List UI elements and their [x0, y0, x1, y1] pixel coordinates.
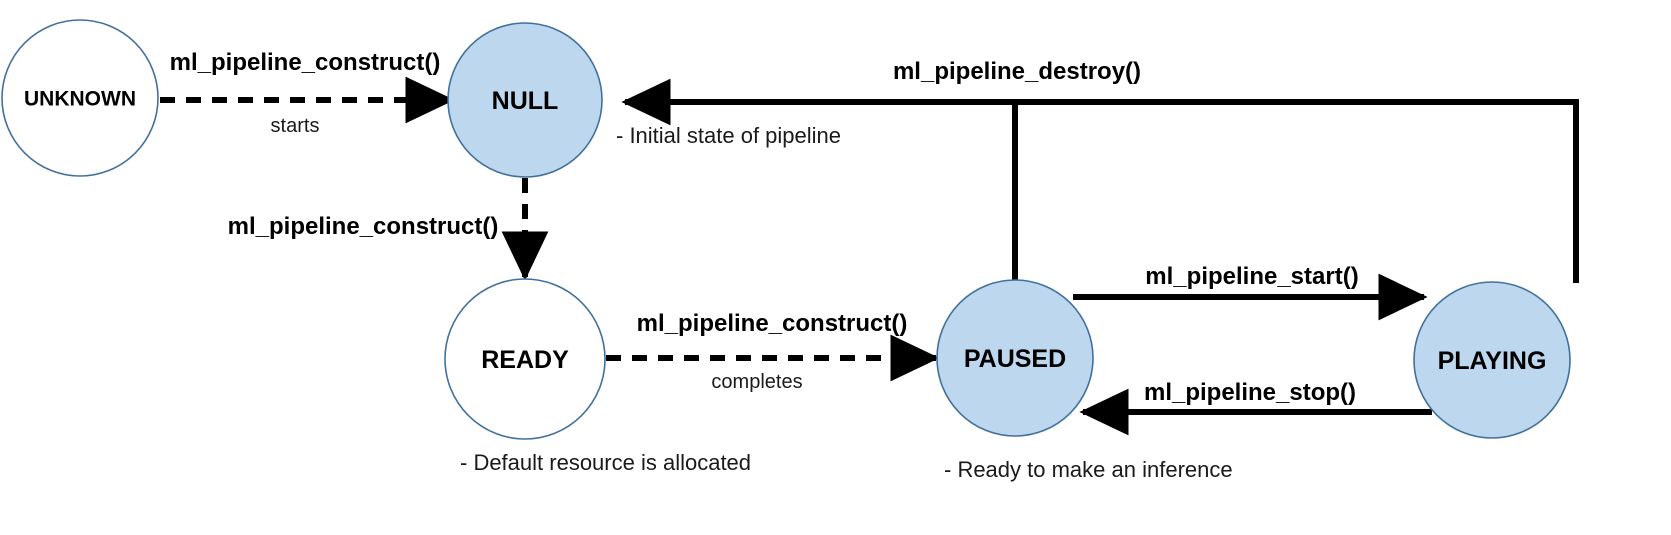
state-node-null-label: NULL	[492, 87, 559, 115]
transition-destroy-to-null-label: ml_pipeline_destroy()	[893, 58, 1141, 85]
transition-unknown-to-null-label: ml_pipeline_construct()	[170, 49, 441, 76]
transition-unknown-to-null[interactable]: ml_pipeline_construct() starts	[160, 49, 455, 137]
transition-null-to-ready[interactable]: ml_pipeline_construct()	[228, 178, 549, 281]
state-node-unknown-label: UNKNOWN	[24, 88, 136, 111]
state-node-null-circle	[447, 22, 603, 178]
state-node-unknown-circle	[1, 19, 159, 177]
state-node-ready[interactable]: READY	[444, 278, 606, 440]
transition-unknown-to-null-sublabel: starts	[271, 115, 320, 137]
state-node-ready-label: READY	[481, 346, 569, 374]
state-node-playing-label: PLAYING	[1438, 347, 1547, 375]
transition-paused-to-playing-label: ml_pipeline_start()	[1145, 263, 1358, 290]
state-node-paused-circle	[936, 279, 1094, 437]
state-node-playing-circle	[1413, 281, 1571, 439]
transition-destroy-to-null[interactable]: ml_pipeline_destroy()	[621, 58, 1579, 283]
state-node-unknown[interactable]: UNKNOWN	[1, 19, 159, 177]
note-null-state: - Initial state of pipeline	[616, 123, 841, 148]
state-node-paused[interactable]: PAUSED	[936, 279, 1094, 437]
state-node-paused-label: PAUSED	[964, 345, 1066, 373]
transition-null-to-ready-label: ml_pipeline_construct()	[228, 213, 499, 240]
transition-paused-to-playing[interactable]: ml_pipeline_start()	[1073, 263, 1428, 321]
transition-playing-to-paused[interactable]: ml_pipeline_stop()	[1079, 379, 1432, 436]
state-node-null[interactable]: NULL	[447, 22, 603, 178]
state-node-playing[interactable]: PLAYING	[1413, 281, 1571, 439]
note-paused-state: - Ready to make an inference	[944, 457, 1233, 482]
transition-ready-to-paused[interactable]: ml_pipeline_construct() completes	[606, 310, 940, 393]
transition-ready-to-paused-sublabel: completes	[711, 371, 802, 393]
note-ready-state: - Default resource is allocated	[460, 450, 751, 475]
transition-playing-to-paused-label: ml_pipeline_stop()	[1144, 379, 1356, 406]
transition-ready-to-paused-label: ml_pipeline_construct()	[637, 310, 908, 337]
state-node-ready-circle	[444, 278, 606, 440]
